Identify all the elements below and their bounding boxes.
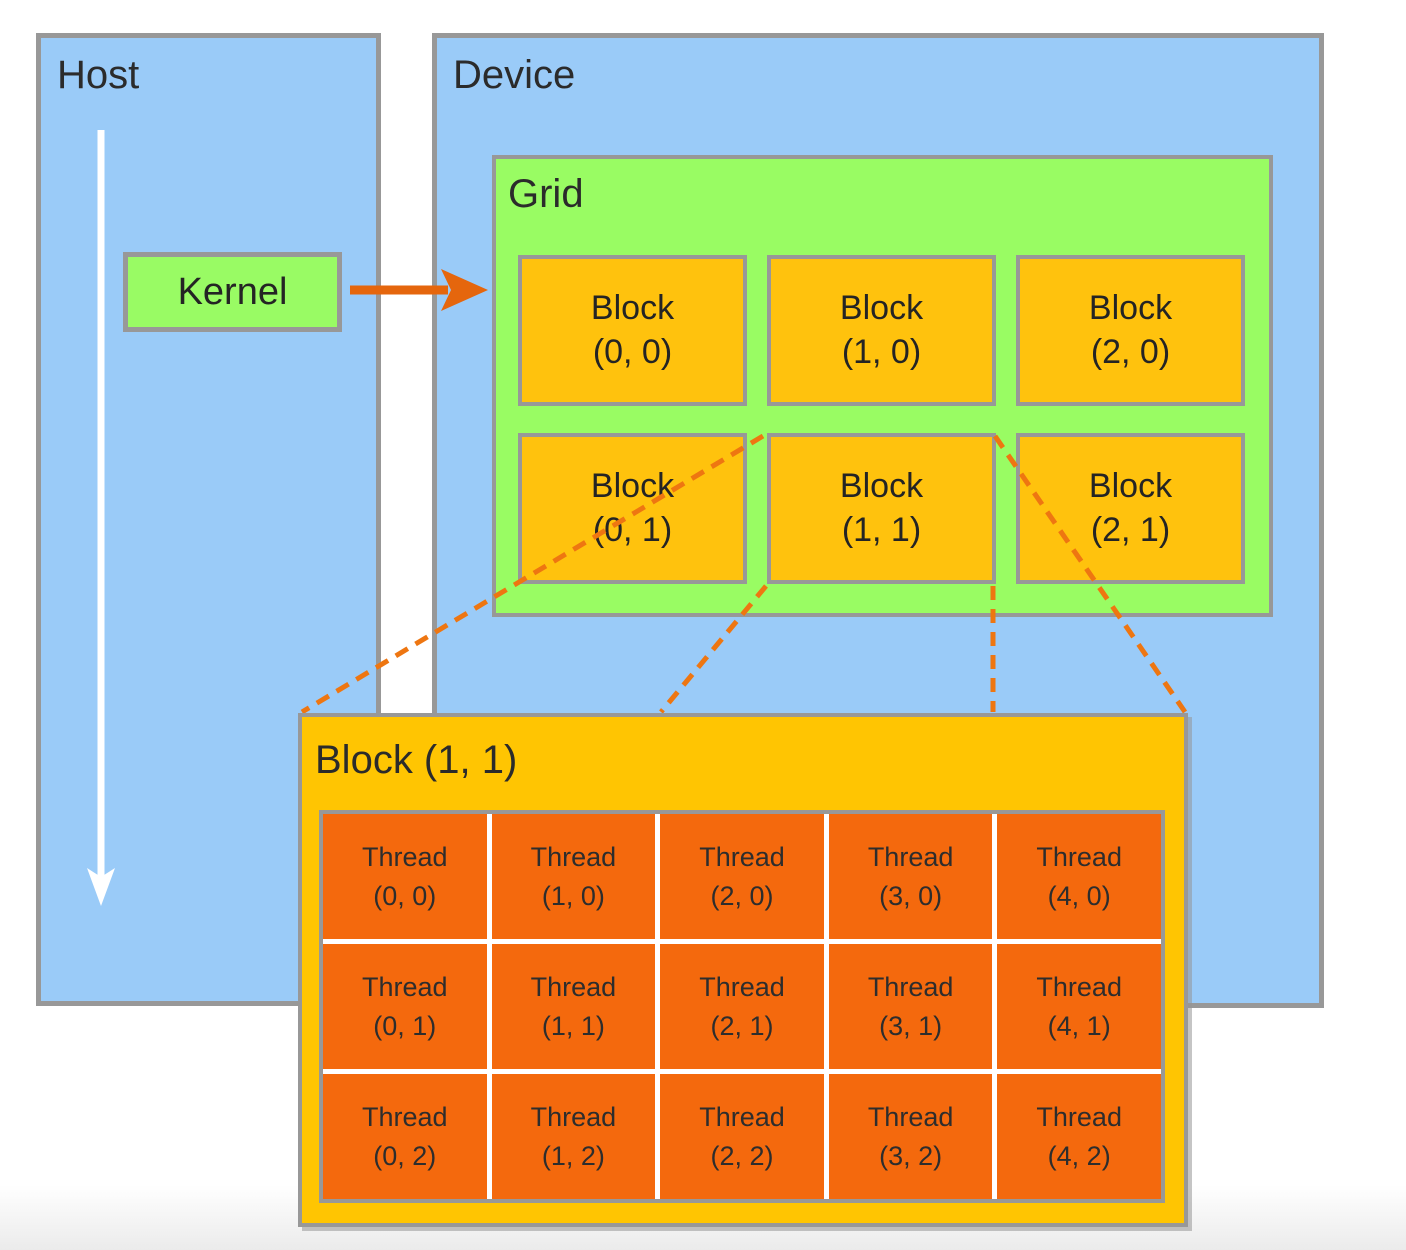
thread-name: Thread: [699, 972, 785, 1003]
thread-name: Thread: [530, 1102, 617, 1133]
block-coords: (2, 0): [1090, 332, 1171, 371]
thread-coords: (4, 0): [1047, 880, 1111, 911]
thread-name: Thread: [530, 842, 617, 873]
block-detail-panel: Block (1, 1) Thread (0, 0) Thread (1, 0)…: [298, 713, 1188, 1227]
thread-grid: Thread (0, 0) Thread (1, 0) Thread (2, 0…: [319, 810, 1165, 1203]
thread-name: Thread: [867, 842, 954, 873]
thread-coords: (3, 0): [879, 880, 943, 911]
block-coords: (1, 1): [841, 510, 922, 549]
grid-block-1-1: Block (1, 1): [767, 433, 996, 584]
thread-coords: (1, 2): [541, 1140, 605, 1171]
kernel-label: Kernel: [177, 270, 288, 313]
grid-panel: Grid Block (0, 0) Block (1, 0) Block (2,…: [492, 155, 1273, 617]
thread-name: Thread: [1036, 972, 1122, 1003]
block-coords: (0, 1): [592, 510, 673, 549]
thread-name: Thread: [530, 972, 617, 1003]
grid-block-1-0: Block (1, 0): [767, 255, 996, 406]
thread-3-0: Thread (3, 0): [828, 814, 993, 939]
block-name: Block: [839, 288, 924, 327]
thread-name: Thread: [699, 842, 785, 873]
thread-name: Thread: [1036, 1102, 1122, 1133]
grid-label: Grid: [508, 172, 584, 216]
kernel-box: Kernel: [123, 252, 342, 332]
block-coords: (2, 1): [1090, 510, 1171, 549]
thread-1-2: Thread (1, 2): [491, 1074, 656, 1199]
host-label: Host: [57, 53, 140, 97]
grid-block-2-0: Block (2, 0): [1016, 255, 1245, 406]
thread-1-0: Thread (1, 0): [491, 814, 656, 939]
thread-name: Thread: [362, 1102, 448, 1133]
thread-3-1: Thread (3, 1): [828, 944, 993, 1069]
thread-coords: (4, 1): [1047, 1010, 1111, 1041]
thread-0-0: Thread (0, 0): [323, 814, 487, 939]
thread-coords: (2, 1): [710, 1010, 774, 1041]
thread-coords: (3, 1): [879, 1010, 943, 1041]
thread-coords: (1, 0): [541, 880, 605, 911]
block-name: Block: [839, 466, 924, 505]
block-name: Block: [1088, 466, 1173, 505]
thread-coords: (0, 2): [373, 1140, 437, 1171]
thread-4-2: Thread (4, 2): [997, 1074, 1161, 1199]
block-coords: (0, 0): [592, 332, 673, 371]
thread-1-1: Thread (1, 1): [491, 944, 656, 1069]
thread-3-2: Thread (3, 2): [828, 1074, 993, 1199]
thread-2-2: Thread (2, 2): [660, 1074, 824, 1199]
thread-0-1: Thread (0, 1): [323, 944, 487, 1069]
block-name: Block: [1088, 288, 1173, 327]
thread-4-0: Thread (4, 0): [997, 814, 1161, 939]
thread-coords: (3, 2): [879, 1140, 943, 1171]
device-label: Device: [453, 53, 576, 97]
thread-coords: (2, 2): [710, 1140, 774, 1171]
thread-name: Thread: [362, 972, 448, 1003]
thread-name: Thread: [362, 842, 448, 873]
block-coords: (1, 0): [841, 332, 922, 371]
thread-name: Thread: [867, 972, 954, 1003]
thread-name: Thread: [699, 1102, 785, 1133]
block-name: Block: [590, 288, 675, 327]
thread-2-0: Thread (2, 0): [660, 814, 824, 939]
thread-coords: (0, 0): [373, 880, 437, 911]
grid-block-0-1: Block (0, 1): [518, 433, 747, 584]
thread-4-1: Thread (4, 1): [997, 944, 1161, 1069]
thread-coords: (4, 2): [1047, 1140, 1111, 1171]
block-detail-label: Block (1, 1): [315, 738, 518, 782]
grid-block-2-1: Block (2, 1): [1016, 433, 1245, 584]
grid-block-0-0: Block (0, 0): [518, 255, 747, 406]
thread-coords: (1, 1): [541, 1010, 605, 1041]
thread-name: Thread: [867, 1102, 954, 1133]
thread-coords: (0, 1): [373, 1010, 437, 1041]
thread-name: Thread: [1036, 842, 1122, 873]
block-grid: Block (0, 0) Block (1, 0) Block (2, 0) B…: [518, 255, 1245, 584]
thread-coords: (2, 0): [710, 880, 774, 911]
thread-0-2: Thread (0, 2): [323, 1074, 487, 1199]
thread-2-1: Thread (2, 1): [660, 944, 824, 1069]
block-name: Block: [590, 466, 675, 505]
